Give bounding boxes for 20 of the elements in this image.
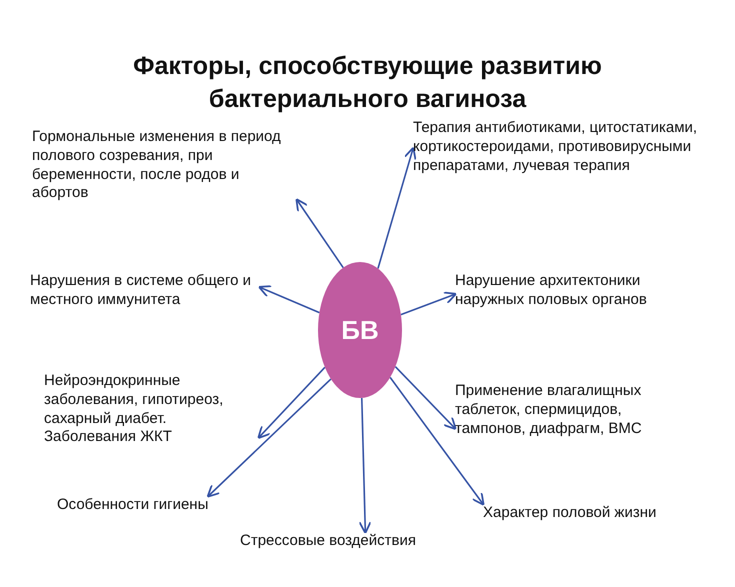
arrow xyxy=(390,376,485,506)
factor-text: Характер половой жизни xyxy=(483,504,656,523)
node-label: БВ xyxy=(341,314,379,346)
factor-text: Терапия антибиотиками, цитостатиками, кортикостероидами, противовирусными препаратами, лучевая терапия xyxy=(413,119,698,176)
arrow xyxy=(377,146,416,269)
arrow xyxy=(358,398,372,534)
factor-text: Нарушение архитектоники наружных половых органов xyxy=(455,272,648,310)
arrow xyxy=(258,285,320,314)
arrow xyxy=(394,366,457,430)
arrow xyxy=(257,366,326,440)
factor-text: Нейроэндокринные заболевания, гипотиреоз, сахарный диабет. Заболевания ЖКТ xyxy=(44,372,224,447)
factor-text: Нарушения в системе общего и местного иммунитета xyxy=(30,272,252,310)
factor-text: Применение влагалищных таблеток, спермицидов, тампонов, диафрагм, ВМС xyxy=(455,382,643,438)
factor-text: Стрессовые воздействия xyxy=(240,532,416,551)
arrow xyxy=(400,292,457,316)
arrow xyxy=(295,198,344,268)
diagram-title: Факторы, способствующие развитию бактериального вагиноза xyxy=(132,51,603,114)
factor-text: Особенности гигиены xyxy=(57,496,208,515)
factor-text: Гормональные изменения в период полового созревания, при беременности, после родов и абортов xyxy=(32,128,282,203)
arrow xyxy=(206,378,332,498)
